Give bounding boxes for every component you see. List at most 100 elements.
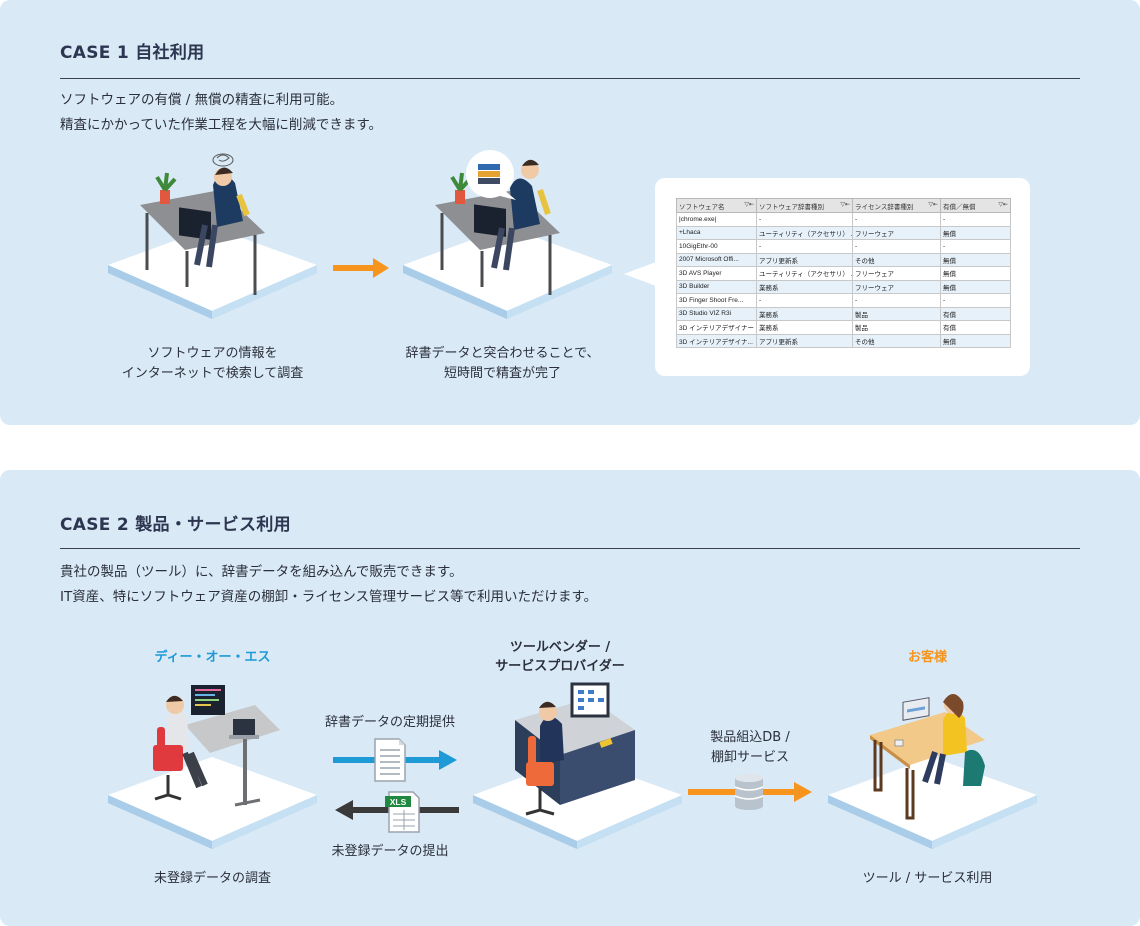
table-cell: 3D Builder [676,279,757,294]
table-cell: +Lhaca [676,225,757,240]
column-header[interactable]: ソフトウェア名▽⇤ [676,198,757,213]
arrow-bottom-label: 未登録データの提出 [331,844,449,859]
case2-divider [60,548,1080,549]
table-cell: - [852,239,941,254]
column-header[interactable]: ソフトウェア辞書種別▽⇤ [756,198,853,213]
table-cell: 有償 [940,320,1011,335]
table-cell: ユーティリティ（アクセサリ） ... [756,266,853,281]
filter-icon: ▽⇤ [840,201,850,208]
column-header[interactable]: ライセンス辞書種別▽⇤ [852,198,941,213]
case2-panel: CASE 2 製品・サービス利用 貴社の製品（ツール）に、辞書データを組み込んで… [0,470,1140,926]
table-row[interactable]: 10GigEthr-00--- [676,239,1011,254]
table-cell: 無償 [940,252,1011,267]
arrow-right-label-line2: 棚卸サービス [710,750,789,765]
table-cell: - [756,239,853,254]
table-cell: フリーウェア [852,225,941,240]
case2-desc-line2: IT資産、特にソフトウェア資産の棚卸・ライセンス管理サービス等で利用いただけます… [60,589,598,605]
caption-left: 未登録データの調査 [153,871,271,886]
table-cell: フリーウェア [852,279,941,294]
filter-icon: ▽⇤ [744,201,754,208]
table-cell: |chrome.exe| [676,212,757,227]
table-row[interactable]: 3D インテリアデザイナー業務系製品有償 [676,320,1011,335]
table-header-row: ソフトウェア名▽⇤ ソフトウェア辞書種別▽⇤ ライセンス辞書種別▽⇤ 有償／無償… [676,198,1011,213]
table-cell: アプリ更新系 [756,333,853,348]
table-cell: 3D インテリアデザイナ... [676,333,757,348]
table-cell: - [756,212,853,227]
column-header[interactable]: 有償／無償▽⇤ [940,198,1011,213]
table-cell: 3D Studio VIZ R3i [676,306,757,321]
table-cell: 製品 [852,306,941,321]
table-cell: その他 [852,333,941,348]
step1-caption-line1: ソフトウェアの情報を [147,346,278,361]
case2-title: CASE 2 製品・サービス利用 [60,515,291,535]
xls-file-icon: XLS [385,791,420,833]
table-cell: - [940,239,1011,254]
xls-label: XLS [390,797,407,807]
vendor-workstation-illustration [473,682,682,849]
caption-right: ツール / サービス利用 [862,871,993,886]
case1-desc-line1: ソフトウェアの有償 / 無償の精査に利用可能。 [60,92,344,108]
table-cell: 無償 [940,266,1011,281]
submit-data-arrow: XLS [335,791,459,833]
confused-worker-illustration [108,153,317,319]
table-cell: - [940,212,1011,227]
table-cell: - [940,293,1011,308]
table-cell: 業務系 [756,306,853,321]
table-cell: ユーティリティ（アクセサリ） ... [756,225,853,240]
role-vendor-line2: サービスプロバイダー [495,659,625,674]
table-cell: アプリ更新系 [756,252,853,267]
filter-icon: ▽⇤ [928,201,938,208]
arrow-top-label: 辞書データの定期提供 [324,715,455,730]
table-cell: 3D インテリアデザイナー [676,320,757,335]
table-cell: 無償 [940,279,1011,294]
role-vendor: ツールベンダー / サービスプロバイダー [470,638,650,676]
software-dictionary-table: ソフトウェア名▽⇤ ソフトウェア辞書種別▽⇤ ライセンス辞書種別▽⇤ 有償／無償… [676,198,1011,348]
table-cell: 無償 [940,225,1011,240]
document-icon [374,738,406,782]
embed-db-arrow [688,774,812,810]
table-cell: - [756,293,853,308]
role-vendor-line1: ツールベンダー / [509,640,611,655]
step2-caption: 辞書データと突合わせることで、 短時間で精査が完了 [395,344,610,384]
table-cell: 3D AVS Player [676,266,757,281]
table-cell: 業務系 [756,279,853,294]
filter-icon: ▽⇤ [998,201,1008,208]
table-cell: 製品 [852,320,941,335]
table-cell: - [852,212,941,227]
table-cell: 2007 Microsoft Offi... [676,252,757,267]
arrow-right-icon [333,258,389,278]
case2-desc-line1: 貴社の製品（ツール）に、辞書データを組み込んで販売できます。 [60,564,463,580]
table-cell: フリーウェア [852,266,941,281]
step1-caption: ソフトウェアの情報を インターネットで検索して調査 [105,344,320,384]
dictionary-worker-illustration [403,150,612,319]
table-cell: 10GigEthr-00 [676,239,757,254]
table-cell: 3D Finger Shoot Fre... [676,293,757,308]
role-customer: お客様 [907,650,947,665]
table-cell: 無償 [940,333,1011,348]
provide-data-arrow [333,738,457,782]
table-row[interactable]: 3D Finger Shoot Fre...--- [676,293,1011,308]
case2-description: 貴社の製品（ツール）に、辞書データを組み込んで販売できます。 IT資産、特にソフ… [60,560,597,610]
table-row[interactable]: 3D インテリアデザイナ...アプリ更新系その他無償 [676,333,1011,348]
case1-desc-line2: 精査にかかっていた作業工程を大幅に削減できます。 [60,117,382,133]
arrow-right-label: 製品組込DB / 棚卸サービス [665,728,835,768]
case1-title: CASE 1 自社利用 [60,43,205,63]
speech-bubble-tail [624,262,656,286]
customer-workstation-illustration [828,694,1037,849]
arrow-right-label-line1: 製品組込DB / [710,730,790,745]
table-cell: その他 [852,252,941,267]
table-row[interactable]: 2007 Microsoft Offi...アプリ更新系その他無償 [676,252,1011,267]
case1-divider [60,78,1080,79]
dos-workstation-illustration [108,685,317,849]
case1-description: ソフトウェアの有償 / 無償の精査に利用可能。 精査にかかっていた作業工程を大幅… [60,88,382,138]
table-cell: 業務系 [756,320,853,335]
database-icon [734,774,764,810]
table-row[interactable]: |chrome.exe|--- [676,212,1011,227]
step2-caption-line2: 短時間で精査が完了 [443,366,561,381]
step1-caption-line2: インターネットで検索して調査 [121,366,304,381]
step2-caption-line1: 辞書データと突合わせることで、 [405,346,600,361]
